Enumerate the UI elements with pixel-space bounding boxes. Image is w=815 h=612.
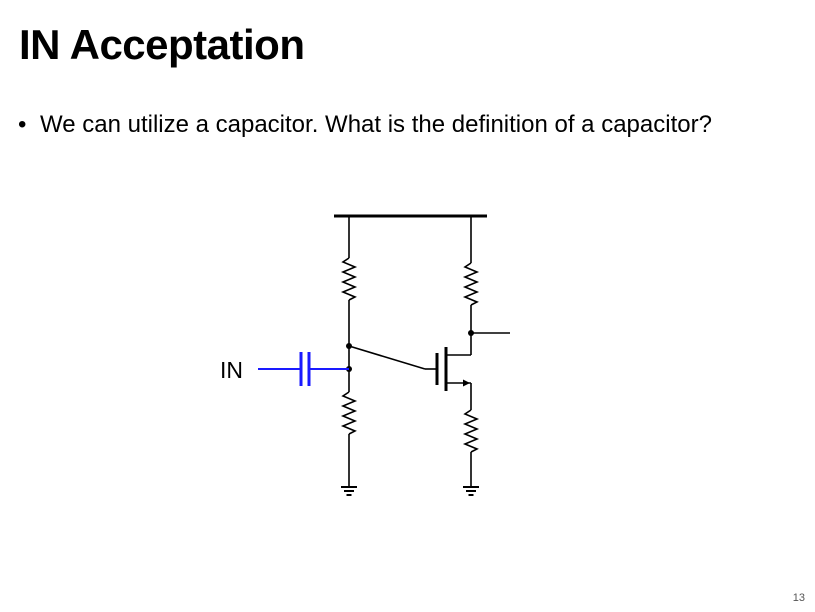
page-number: 13 — [792, 592, 805, 604]
mosfet — [435, 347, 471, 391]
bullet-glyph: • — [18, 111, 27, 138]
ground-right — [463, 486, 479, 496]
source-arrow-icon — [463, 379, 470, 387]
bias-resistor-top — [340, 216, 358, 346]
bullet-item: • We can utilize a capacitor. What is the… — [18, 110, 712, 140]
input-label: IN — [220, 357, 243, 383]
gate-wire — [348, 345, 437, 370]
bullet-text: We can utilize a capacitor. What is the … — [40, 111, 712, 138]
input-capacitor — [258, 352, 349, 386]
ground-left — [341, 486, 357, 496]
output-node-dot — [468, 330, 474, 336]
source-resistor — [462, 383, 480, 487]
slide-title: IN Acceptation — [19, 21, 305, 68]
